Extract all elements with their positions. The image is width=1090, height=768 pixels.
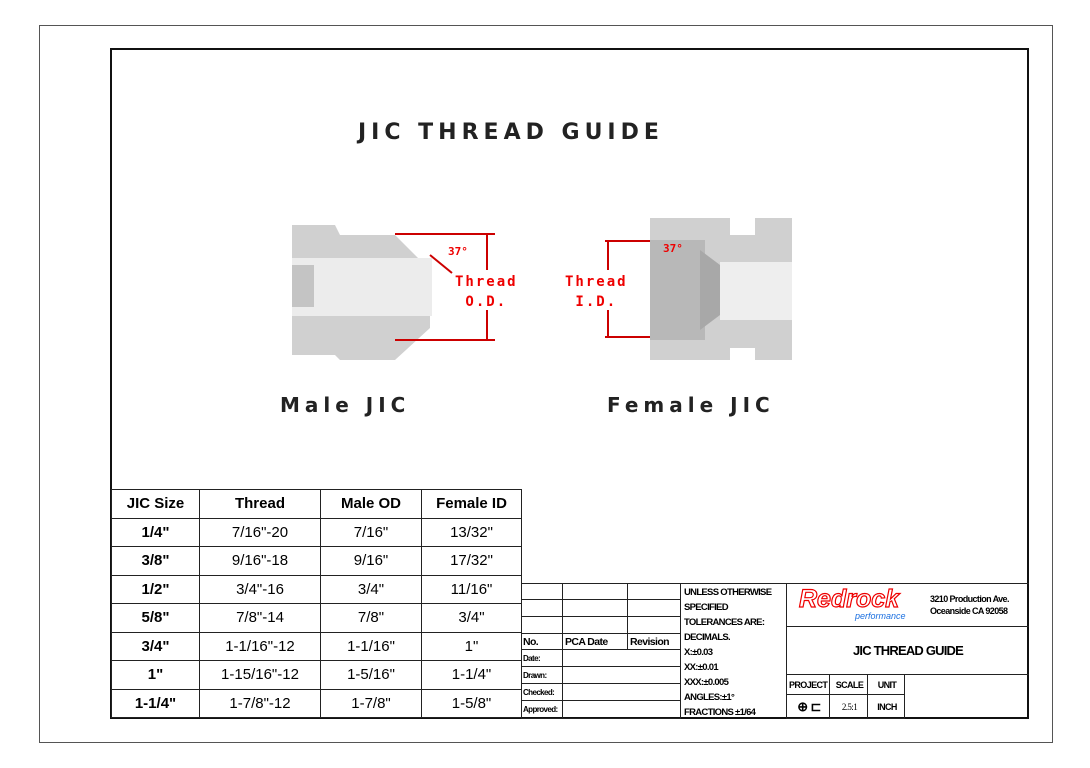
unit-label: UNIT xyxy=(868,675,905,695)
scale-value: 2.5:1 xyxy=(830,695,868,719)
jic-size-cell: 1/4" xyxy=(111,517,200,547)
company-address: 3210 Production Ave.Oceanside CA 92058 xyxy=(930,594,1009,616)
revision-grid-cell xyxy=(521,600,563,617)
revision-grid-cell xyxy=(628,600,681,617)
drawing-title: JIC THREAD GUIDE xyxy=(787,627,1029,675)
title-block xyxy=(521,583,1029,719)
company-logo-block: Redrock performance 3210 Production Ave.… xyxy=(787,583,1029,627)
tolerance-notes: UNLESS OTHERWISE SPECIFIED TOLERANCES ARE:… xyxy=(681,583,787,719)
tolerance-line: TOLERANCES ARE: xyxy=(684,617,765,628)
revision-grid-cell xyxy=(521,617,563,634)
project-label: PROJECT xyxy=(787,675,830,695)
tolerance-line: X:±0.03 xyxy=(684,647,713,658)
female-id-cell: 11/16" xyxy=(421,574,522,604)
signoff-label: Approved: xyxy=(521,701,563,719)
revision-grid-cell xyxy=(563,667,681,684)
revision-grid-cell xyxy=(628,617,681,634)
header-jic-size: JIC Size xyxy=(111,489,200,519)
revision-header: No. xyxy=(521,634,563,650)
female-id-cell: 1-1/4" xyxy=(421,660,522,690)
angle-label-male: 37° xyxy=(448,245,468,258)
table-header-row: JIC Size Thread Male OD Female ID xyxy=(111,489,522,519)
male-od-cell: 9/16" xyxy=(320,546,422,576)
female-fitting xyxy=(650,218,792,360)
revision-header: PCA Date xyxy=(563,634,628,650)
revision-grid-cell xyxy=(563,701,681,719)
female-jic-caption: Female JIC xyxy=(607,393,775,417)
female-id-cell: 17/32" xyxy=(421,546,522,576)
jic-size-table: JIC Size Thread Male OD Female ID 1/4"7/… xyxy=(111,489,522,718)
male-jic-caption: Male JIC xyxy=(280,393,411,417)
header-thread: Thread xyxy=(199,489,321,519)
male-od-cell: 1-7/8" xyxy=(320,688,422,718)
jic-fittings-illustration: 37° 37° xyxy=(292,218,792,360)
tolerance-line: XXX:±0.005 xyxy=(684,677,729,688)
tolerance-line: XX:±0.01 xyxy=(684,662,719,673)
male-od-cell: 1-5/16" xyxy=(320,660,422,690)
tolerance-line: ANGLES:±1° xyxy=(684,692,735,703)
female-id-cell: 3/4" xyxy=(421,603,522,633)
female-id-cell: 13/32" xyxy=(421,517,522,547)
revision-grid-cell xyxy=(563,583,628,600)
jic-size-cell: 3/4" xyxy=(111,631,200,661)
angle-label-female: 37° xyxy=(663,242,683,255)
revision-header: Revision xyxy=(628,634,681,650)
female-id-cell: 1" xyxy=(421,631,522,661)
jic-size-cell: 1/2" xyxy=(111,574,200,604)
male-od-cell: 7/8" xyxy=(320,603,422,633)
male-fitting xyxy=(292,225,432,360)
jic-size-cell: 1" xyxy=(111,660,200,690)
revision-grid-cell xyxy=(521,583,563,600)
thread-cell: 1-1/16"-12 xyxy=(199,631,321,661)
blank-cell xyxy=(905,675,1029,719)
jic-size-cell: 5/8" xyxy=(111,603,200,633)
tolerance-line: DECIMALS. xyxy=(684,632,731,643)
tolerance-line: SPECIFIED xyxy=(684,602,729,613)
signoff-label: Date: xyxy=(521,650,563,667)
redrock-logo: Redrock xyxy=(798,584,900,613)
logo-subtitle: performance xyxy=(855,611,906,621)
projection-symbol-icon: ⊕ ⊏ xyxy=(787,695,830,719)
female-id-cell: 1-5/8" xyxy=(421,688,522,718)
revision-grid-cell xyxy=(563,617,628,634)
thread-cell: 7/8"-14 xyxy=(199,603,321,633)
male-od-cell: 1-1/16" xyxy=(320,631,422,661)
jic-size-cell: 3/8" xyxy=(111,546,200,576)
thread-cell: 3/4"-16 xyxy=(199,574,321,604)
guide-title: JIC THREAD GUIDE xyxy=(358,120,664,145)
thread-cell: 7/16"-20 xyxy=(199,517,321,547)
male-od-cell: 7/16" xyxy=(320,517,422,547)
revision-grid-cell xyxy=(563,684,681,701)
revision-grid-cell xyxy=(563,650,681,667)
tolerance-line: FRACTIONS ±1/64 xyxy=(684,707,756,718)
signoff-label: Drawn: xyxy=(521,667,563,684)
dimension-lines xyxy=(395,233,650,341)
header-female-id: Female ID xyxy=(421,489,522,519)
signoff-label: Checked: xyxy=(521,684,563,701)
revision-grid-cell xyxy=(628,583,681,600)
sheet-border xyxy=(39,25,1053,743)
thread-cell: 9/16"-18 xyxy=(199,546,321,576)
revision-grid-cell xyxy=(563,600,628,617)
tolerance-line: UNLESS OTHERWISE xyxy=(684,587,772,598)
thread-cell: 1-15/16"-12 xyxy=(199,660,321,690)
thread-cell: 1-7/8"-12 xyxy=(199,688,321,718)
unit-value: INCH xyxy=(868,695,905,719)
male-od-cell: 3/4" xyxy=(320,574,422,604)
header-male-od: Male OD xyxy=(320,489,422,519)
jic-size-cell: 1-1/4" xyxy=(111,688,200,718)
scale-label: SCALE xyxy=(830,675,868,695)
